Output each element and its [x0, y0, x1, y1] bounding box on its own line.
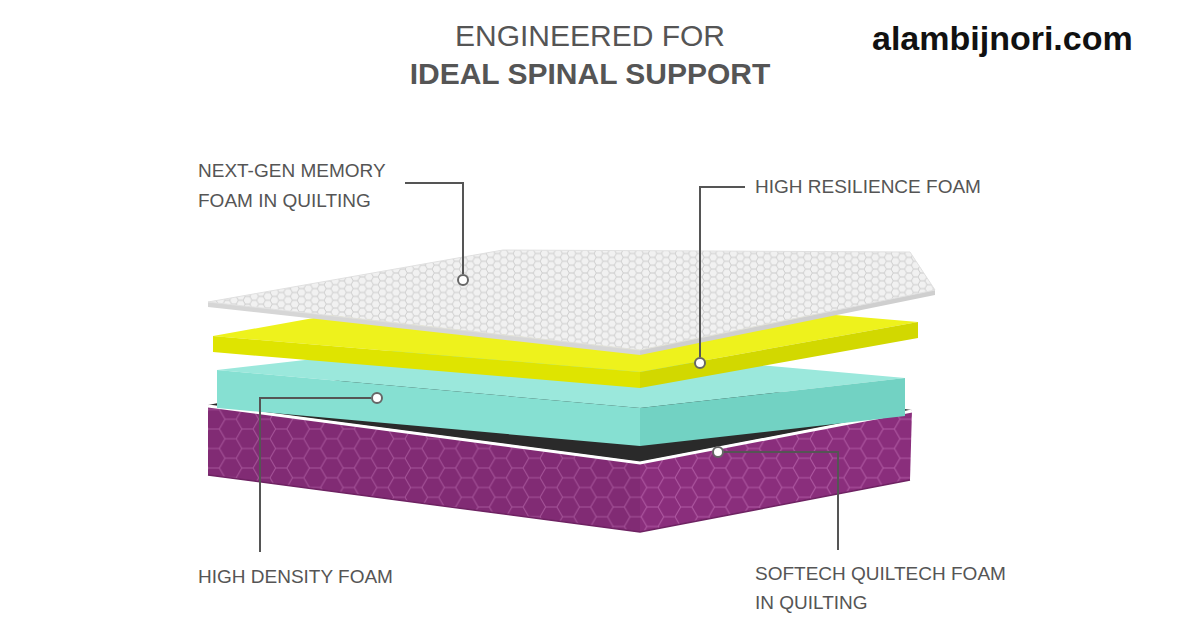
- part-label: NEXT-GEN MEMORY FOAM IN QUILTING: [198, 156, 413, 216]
- watermark: alambijnori.com: [872, 18, 1133, 58]
- label-holder: SOFTECH QUILTECH FOAM IN QUILTING: [755, 559, 1020, 617]
- label-holder: HIGH RESILIENCE FOAM: [755, 172, 981, 202]
- part-label: HIGH RESILIENCE FOAM: [755, 172, 981, 202]
- label-holder: NEXT-GEN MEMORY FOAM IN QUILTING: [198, 156, 413, 216]
- label-holder: HIGH DENSITY FOAM: [198, 562, 393, 592]
- memory-foam-quilt: [208, 250, 935, 355]
- part-label: HIGH DENSITY FOAM: [198, 562, 393, 592]
- leader-lines: [260, 183, 838, 552]
- title-text: IDEAL SPINAL SUPPORT: [0, 56, 1180, 92]
- part-label: SOFTECH QUILTECH FOAM IN QUILTING: [755, 559, 1020, 617]
- label-holder: alambijnori.com: [872, 18, 1133, 58]
- leader-dots: [372, 275, 723, 457]
- label-holder: IDEAL SPINAL SUPPORT: [0, 56, 1180, 92]
